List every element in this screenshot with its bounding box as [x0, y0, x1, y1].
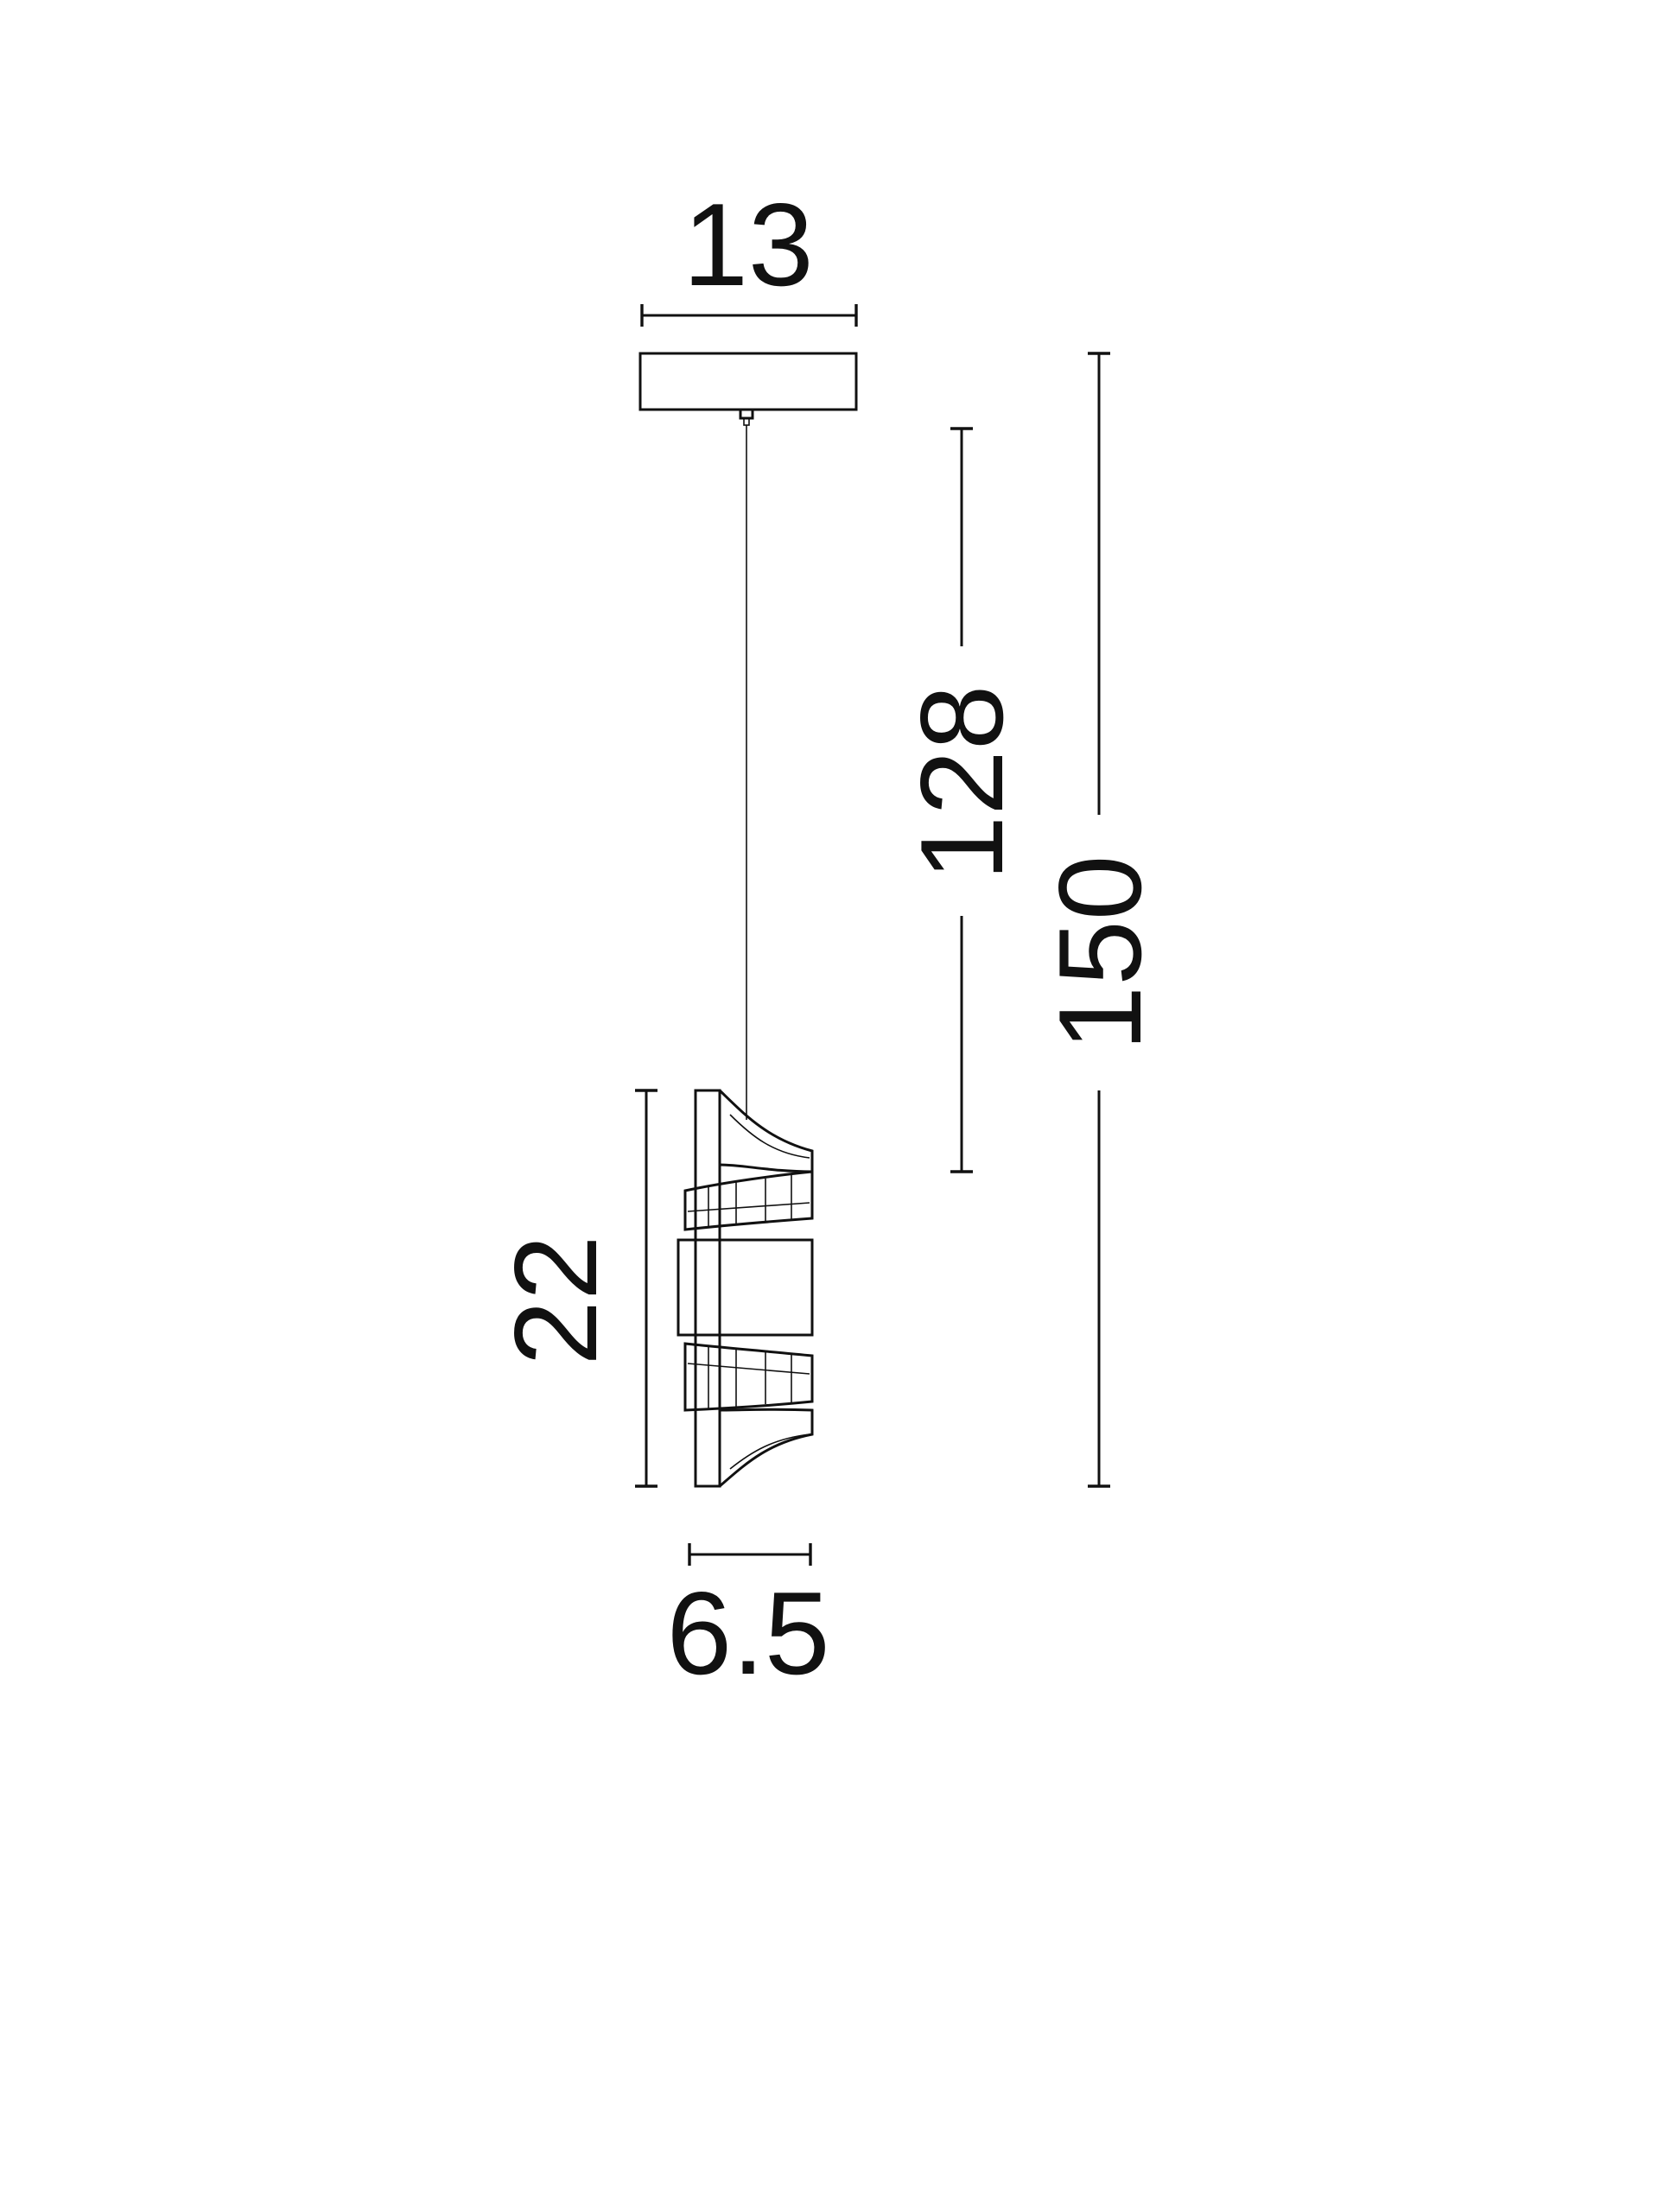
cable-length-dimension: 128 [896, 427, 1027, 1173]
canopy-width-label: 13 [683, 179, 813, 310]
shade-height-dimension: 22 [490, 1089, 657, 1488]
canopy-width-dimension: 13 [640, 179, 858, 327]
total-height-dimension: 150 [1034, 352, 1166, 1488]
cable-length-label: 128 [896, 685, 1027, 881]
shade-width-dimension: 6.5 [666, 1543, 830, 1699]
ceiling-canopy [638, 352, 858, 426]
total-height-label: 150 [1034, 855, 1166, 1052]
spiral-shade [677, 1089, 814, 1488]
shade-width-label: 6.5 [666, 1567, 829, 1699]
shade-height-label: 22 [490, 1235, 621, 1365]
